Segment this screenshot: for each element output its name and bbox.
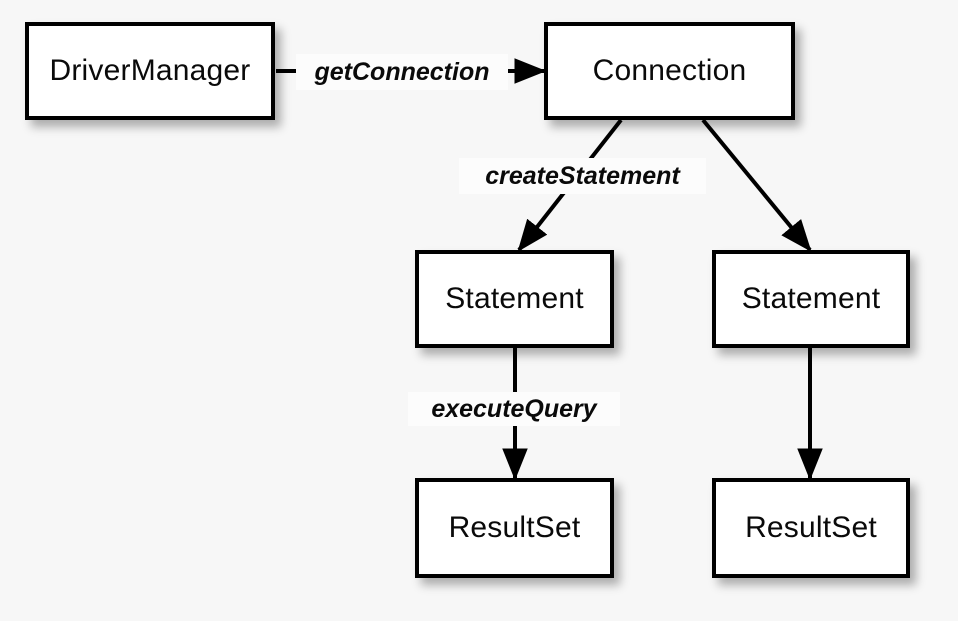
node-statement-right[interactable]: Statement	[712, 250, 910, 348]
node-connection[interactable]: Connection	[544, 22, 795, 120]
edge-line-create-statement-2	[701, 118, 812, 252]
node-driver-manager[interactable]: DriverManager	[25, 22, 275, 120]
node-label-connection: Connection	[592, 54, 747, 87]
node-label-resultset-right: ResultSet	[745, 511, 877, 544]
edge-label-create-statement: createStatement	[459, 158, 706, 194]
edge-label-get-connection: getConnection	[296, 54, 508, 90]
node-label-statement-right: Statement	[741, 282, 881, 315]
edge-label-text-create-statement: createStatement	[485, 161, 680, 190]
edge-label-execute-query: executeQuery	[408, 392, 620, 426]
edge-label-text-get-connection: getConnection	[314, 57, 490, 86]
node-resultset-right[interactable]: ResultSet	[712, 478, 910, 578]
node-label-resultset-left: ResultSet	[448, 511, 581, 544]
edge-label-text-execute-query: executeQuery	[431, 394, 597, 423]
node-statement-left[interactable]: Statement	[415, 250, 614, 348]
node-label-statement-left: Statement	[445, 282, 584, 315]
node-resultset-left[interactable]: ResultSet	[415, 478, 614, 578]
node-label-driver-manager: DriverManager	[49, 54, 251, 87]
